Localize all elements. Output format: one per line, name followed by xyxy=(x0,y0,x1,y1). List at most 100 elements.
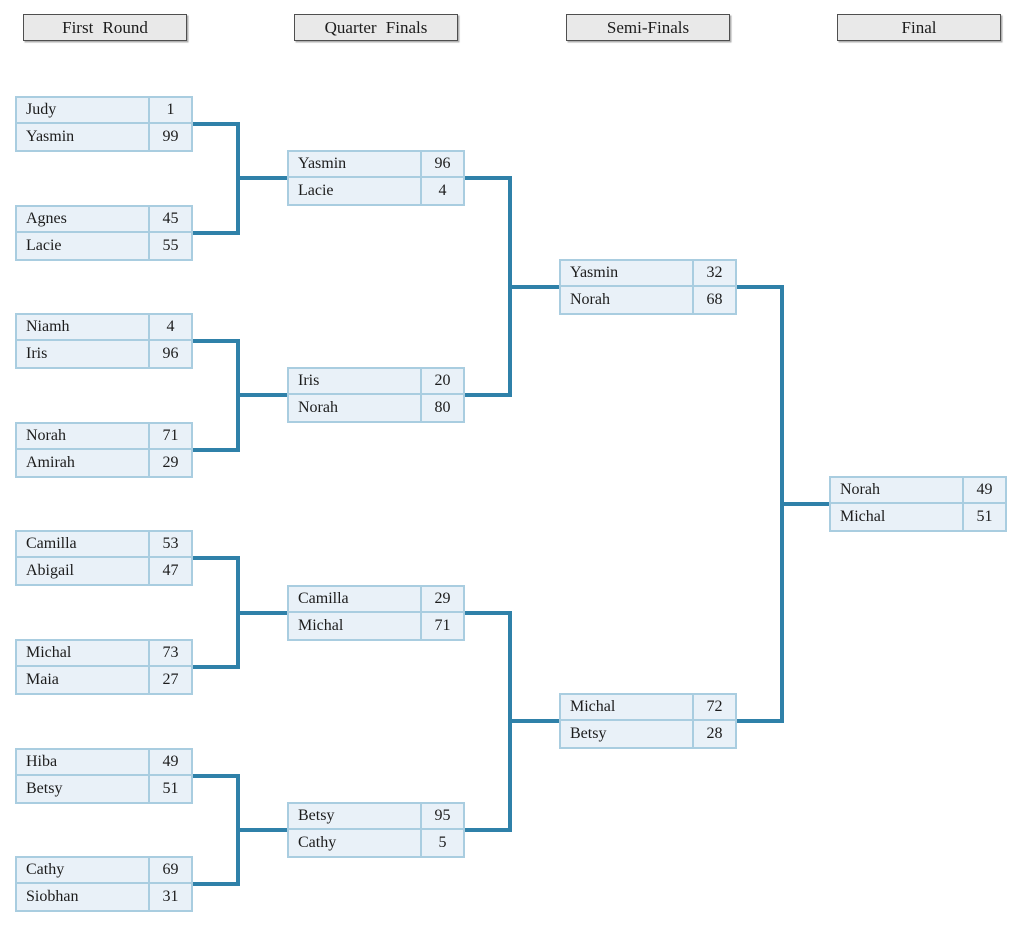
round-header-first-round: First Round xyxy=(23,14,187,41)
player-score: 28 xyxy=(706,725,723,742)
player-score: 71 xyxy=(162,427,179,444)
match-r1-m2: Agnes 45 Lacie 55 xyxy=(15,205,193,261)
player-score: 4 xyxy=(438,182,447,199)
player-name: Betsy xyxy=(289,804,422,828)
player-name: Cathy xyxy=(289,830,422,856)
round-header-final: Final xyxy=(837,14,1001,41)
player-score: 55 xyxy=(162,237,179,254)
player-score: 68 xyxy=(706,291,723,308)
bracket-connector xyxy=(737,719,784,723)
bracket-connector xyxy=(236,393,287,397)
player-name: Cathy xyxy=(17,858,150,882)
bracket-connector xyxy=(465,611,512,615)
match-r3-m1: Yasmin 32 Norah 68 xyxy=(559,259,737,315)
player-name: Niamh xyxy=(17,315,150,339)
player-name: Iris xyxy=(289,369,422,393)
player-score: 51 xyxy=(162,780,179,797)
player-score: 45 xyxy=(162,210,179,227)
match-r2-m3: Camilla 29 Michal 71 xyxy=(287,585,465,641)
player-name: Maia xyxy=(17,667,150,693)
player-name: Michal xyxy=(17,641,150,665)
bracket-connector xyxy=(236,176,287,180)
player-score: 51 xyxy=(976,508,993,525)
player-score: 96 xyxy=(162,345,179,362)
player-name: Hiba xyxy=(17,750,150,774)
bracket-connector xyxy=(465,393,512,397)
match-r1-m7: Hiba 49 Betsy 51 xyxy=(15,748,193,804)
player-score: 53 xyxy=(162,535,179,552)
player-name: Iris xyxy=(17,341,150,367)
player-name: Norah xyxy=(561,287,694,313)
bracket-connector xyxy=(193,448,240,452)
match-r1-m1: Judy 1 Yasmin 99 xyxy=(15,96,193,152)
player-score: 27 xyxy=(162,671,179,688)
player-score: 29 xyxy=(434,590,451,607)
match-r3-m2: Michal 72 Betsy 28 xyxy=(559,693,737,749)
player-score: 32 xyxy=(706,264,723,281)
player-score: 20 xyxy=(434,372,451,389)
match-r1-m5: Camilla 53 Abigail 47 xyxy=(15,530,193,586)
round-header-semi-finals: Semi-Finals xyxy=(566,14,730,41)
player-name: Agnes xyxy=(17,207,150,231)
player-score: 29 xyxy=(162,454,179,471)
bracket-connector xyxy=(508,285,559,289)
player-name: Norah xyxy=(831,478,964,502)
match-r4-m1: Norah 49 Michal 51 xyxy=(829,476,1007,532)
bracket-connector xyxy=(465,176,512,180)
player-name: Norah xyxy=(289,395,422,421)
bracket-connector xyxy=(465,828,512,832)
player-score: 96 xyxy=(434,155,451,172)
player-name: Michal xyxy=(561,695,694,719)
player-name: Michal xyxy=(289,613,422,639)
bracket-connector xyxy=(508,719,559,723)
player-name: Siobhan xyxy=(17,884,150,910)
player-name: Camilla xyxy=(289,587,422,611)
player-name: Abigail xyxy=(17,558,150,584)
bracket-connector xyxy=(780,502,831,506)
player-name: Michal xyxy=(831,504,964,530)
player-score: 31 xyxy=(162,888,179,905)
player-score: 72 xyxy=(706,698,723,715)
player-name: Betsy xyxy=(17,776,150,802)
player-name: Amirah xyxy=(17,450,150,476)
match-r1-m6: Michal 73 Maia 27 xyxy=(15,639,193,695)
player-score: 95 xyxy=(434,807,451,824)
match-r2-m2: Iris 20 Norah 80 xyxy=(287,367,465,423)
player-score: 49 xyxy=(976,481,993,498)
bracket-connector xyxy=(737,285,784,289)
player-name: Yasmin xyxy=(289,152,422,176)
player-score: 47 xyxy=(162,562,179,579)
match-r2-m1: Yasmin 96 Lacie 4 xyxy=(287,150,465,206)
player-score: 4 xyxy=(166,318,175,335)
bracket-connector xyxy=(193,556,240,560)
player-score: 69 xyxy=(162,861,179,878)
bracket-connector xyxy=(193,665,240,669)
match-r1-m4: Norah 71 Amirah 29 xyxy=(15,422,193,478)
player-score: 71 xyxy=(434,617,451,634)
round-header-quarter-finals: Quarter Finals xyxy=(294,14,458,41)
match-r1-m3: Niamh 4 Iris 96 xyxy=(15,313,193,369)
bracket-connector xyxy=(236,828,287,832)
bracket-connector xyxy=(193,882,240,886)
player-score: 49 xyxy=(162,753,179,770)
bracket-connector xyxy=(193,231,240,235)
player-name: Judy xyxy=(17,98,150,122)
player-name: Camilla xyxy=(17,532,150,556)
player-name: Betsy xyxy=(561,721,694,747)
player-score: 80 xyxy=(434,399,451,416)
player-name: Lacie xyxy=(289,178,422,204)
player-name: Norah xyxy=(17,424,150,448)
player-name: Yasmin xyxy=(17,124,150,150)
player-name: Yasmin xyxy=(561,261,694,285)
bracket-connector xyxy=(236,611,287,615)
bracket-connector xyxy=(193,774,240,778)
player-score: 99 xyxy=(162,128,179,145)
match-r2-m4: Betsy 95 Cathy 5 xyxy=(287,802,465,858)
bracket-connector xyxy=(193,339,240,343)
player-name: Lacie xyxy=(17,233,150,259)
bracket-connector xyxy=(193,122,240,126)
match-r1-m8: Cathy 69 Siobhan 31 xyxy=(15,856,193,912)
player-score: 1 xyxy=(166,101,175,118)
player-score: 73 xyxy=(162,644,179,661)
